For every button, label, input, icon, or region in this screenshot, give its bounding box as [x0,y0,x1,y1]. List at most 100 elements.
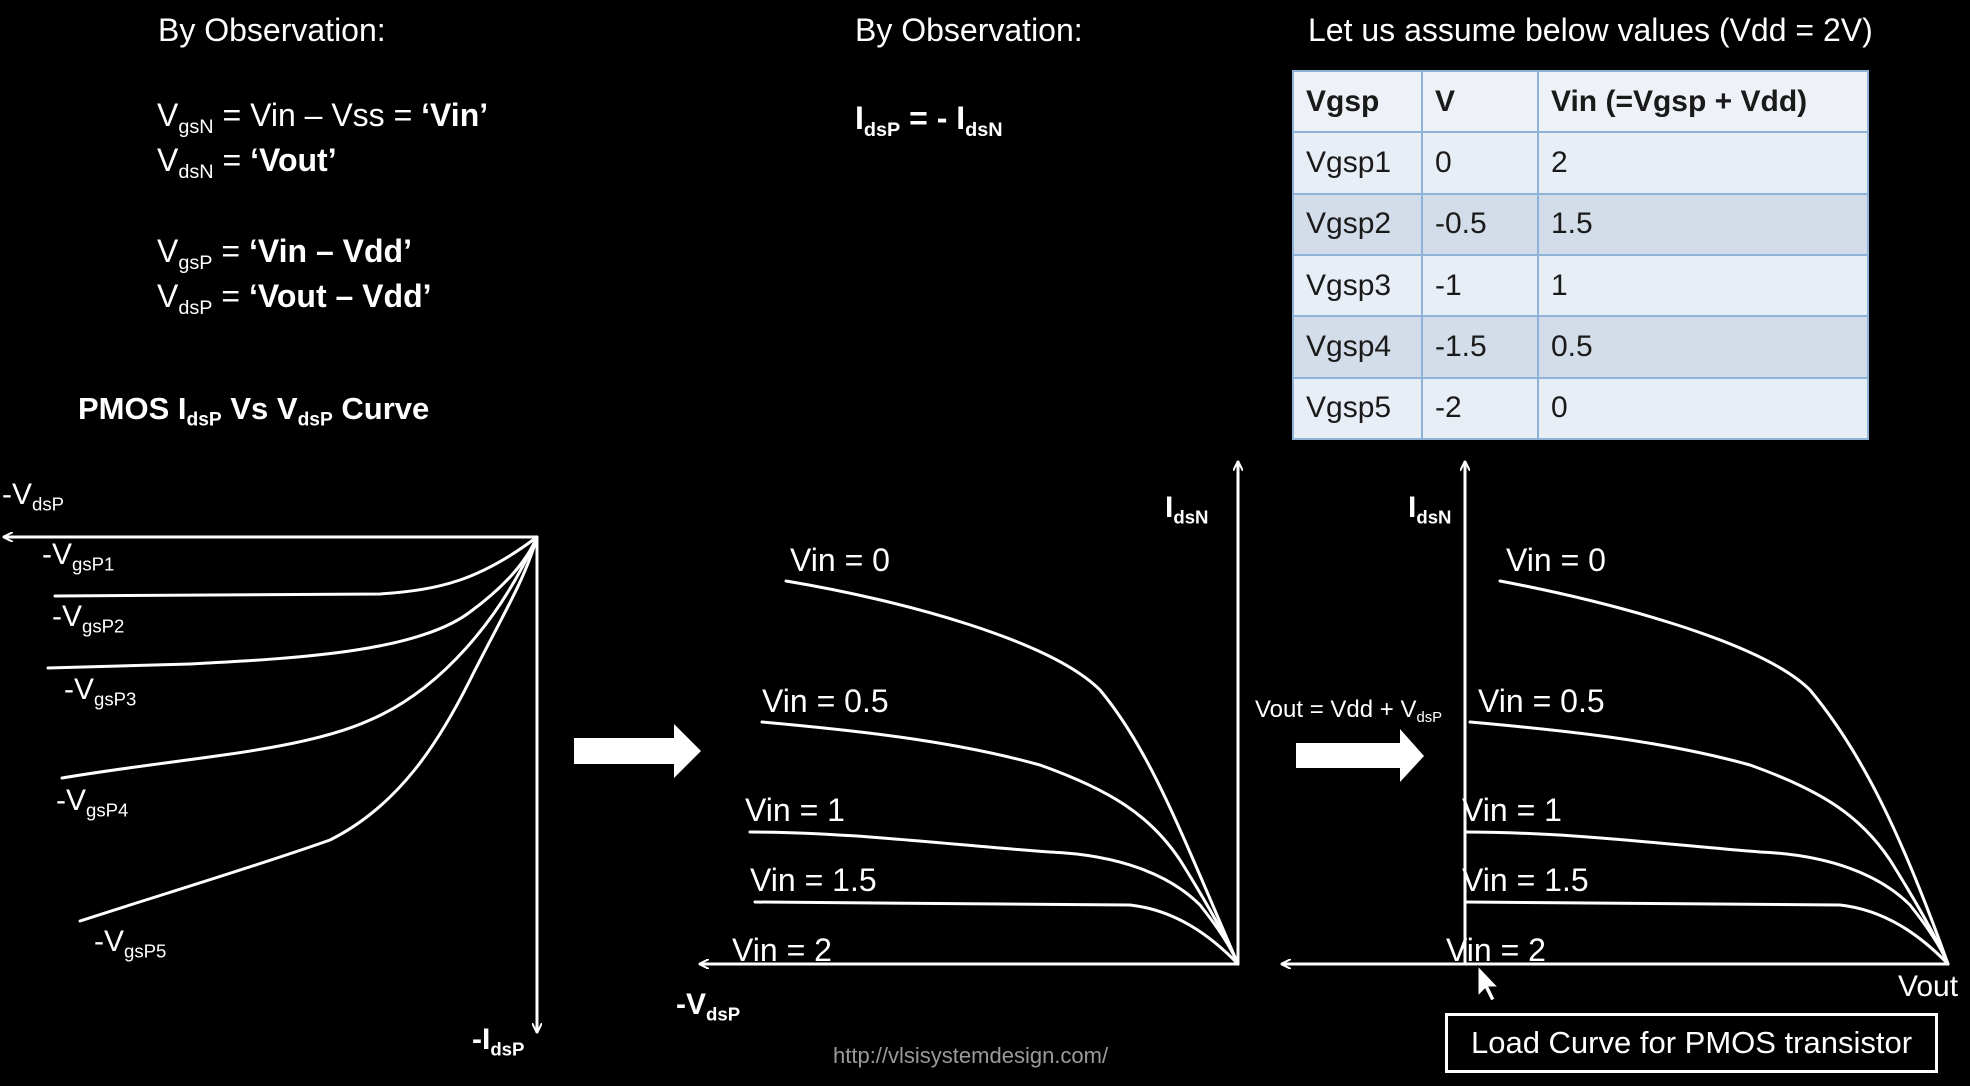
table-cell: 0 [1421,131,1539,195]
table-row: Vgsp2 -0.5 1.5 [1292,192,1869,256]
eq-vgsn-rhs: ‘Vin’ [421,97,489,133]
plot1-label-vgsp3: -VgsP3 [64,675,136,709]
plot1-label-vgsp2: -VgsP2 [52,602,124,636]
plot2-y-axis-label-main: I [1165,491,1174,524]
middle-heading: By Observation: [855,12,1083,48]
eq-vdsp-rhs: ‘Vout – Vdd’ [248,278,432,314]
eq-idsp-a: I [855,100,864,136]
plot2-curve-vin0 [784,579,1240,966]
table-cell: Vgsp4 [1292,315,1423,379]
eq-vgsp: VgsP = ‘Vin – Vdd’ [157,235,412,274]
plot1-label-main: -V [56,784,86,817]
table-cell: Vgsp3 [1292,253,1423,318]
table-row: Vgsp4 -1.5 0.5 [1292,315,1869,379]
plot1-label-vgsp5: -VgsP5 [94,927,166,961]
plot3-label-vin1: Vin = 1 [1462,792,1562,828]
plot1-label-main: -V [94,925,124,958]
eq-vgsn-sub: gsN [178,115,214,138]
values-table: Vgsp V Vin (=Vgsp + Vdd) Vgsp1 0 2 Vgsp2… [1292,69,1869,441]
plot3-y-axis-label-main: I [1408,491,1417,524]
eq-vgsp-lhs: V [157,233,179,269]
eq-vdsn: VdsN = ‘Vout’ [157,144,337,183]
table-header-cell: Vgsp [1292,69,1423,134]
table-header-cell: Vin (=Vgsp + Vdd) [1537,69,1869,134]
table-cell: 1.5 [1537,192,1869,256]
eq-vdsn-sub: dsN [178,160,214,183]
table-row: Vgsp5 -2 0 [1292,376,1869,441]
table-cell: Vgsp1 [1292,131,1423,195]
plot1-title-a: PMOS I [78,391,187,426]
table-cell: -2 [1421,376,1539,441]
table-cell: 1 [1537,253,1869,318]
transform-arrow-1 [574,724,701,778]
plot2-label-vin0: Vin = 0 [790,542,890,578]
plot1-x-axis-label-main: -V [2,478,32,511]
table-cell: -0.5 [1421,192,1539,256]
plot1-label-sub: gsP3 [94,688,137,710]
left-heading: By Observation: [158,12,386,48]
plot1-label-sub: gsP2 [82,615,125,637]
plot1-title: PMOS IdsP Vs VdsP Curve [78,393,429,430]
eq-vgsn: VgsN = Vin – Vss = ‘Vin’ [157,99,488,138]
eq-vdsn-lhs: V [157,142,179,178]
plot1-y-axis-label: -IdsP [472,1025,524,1059]
eq-vgsn-mid: = Vin – Vss = [213,97,422,133]
table-cell: 0.5 [1537,315,1869,379]
eq-vdsn-rhs: ‘Vout’ [250,142,337,178]
eq-vdsp: VdsP = ‘Vout – Vdd’ [157,280,432,319]
eq-vgsn-lhs: V [157,97,179,133]
eq-idsp-bsub: dsN [965,118,1003,141]
plot2-curve-vin05 [760,720,1240,966]
plot1-x-axis-label: -VdsP [2,480,64,514]
plot3-x-axis-label: Vout [1898,970,1959,1003]
plot2-x-axis-label-main: -V [676,988,706,1021]
plot1-curve-vgsp4 [78,535,539,923]
plot2-x-axis-label-sub: dsP [706,1003,741,1025]
eq-vgsp-sub: gsP [178,251,213,274]
plot3-label-vin2: Vin = 2 [1446,932,1546,968]
table-header-cell: V [1421,69,1539,134]
plot1-y-axis-label-main: -I [472,1023,491,1056]
plot2-label-vin2: Vin = 2 [732,932,832,968]
eq-vdsp-mid: = [212,278,249,314]
table-cell: -1.5 [1421,315,1539,379]
plot1-label-sub: gsP4 [86,799,129,821]
eq-vdsp-lhs: V [157,278,179,314]
plot3-label-vin15: Vin = 1.5 [1462,862,1589,898]
plot2-label-vin05: Vin = 0.5 [762,683,889,719]
cursor-icon [1477,964,1500,1002]
plot1-label-main: -V [52,600,82,633]
load-curve-caption: Load Curve for PMOS transistor [1445,1013,1938,1073]
load-curve-caption-text: Load Curve for PMOS transistor [1470,1025,1913,1060]
plot1-x-axis-label-sub: dsP [32,493,65,515]
plot3-curve-vin05 [1468,720,1950,966]
right-heading: Let us assume below values (Vdd = 2V) [1308,12,1873,48]
table-cell: 2 [1537,131,1869,195]
plot1-curve-vgsp3 [60,535,539,780]
eq-idsp-asub: dsP [863,118,901,141]
table-cell: -1 [1421,253,1539,318]
table-row: Vgsp3 -1 1 [1292,253,1869,318]
eq-vdsp-sub: dsP [178,296,213,319]
transform-arrow-2 [1296,729,1424,782]
plot1-label-main: -V [42,538,72,571]
transform-label-sub: dsP [1416,710,1443,727]
plot3-label-vin0: Vin = 0 [1506,542,1606,578]
plot1-curve-vgsp2 [46,535,539,670]
plot1-title-b: Vs V [221,391,298,426]
table-cell: Vgsp5 [1292,376,1423,441]
plot2-label-vin1: Vin = 1 [745,792,845,828]
plot3-y-axis-label-sub: dsN [1416,506,1452,528]
plot2-curve-vin1 [748,830,1240,966]
plot1-label-sub: gsP5 [124,940,167,962]
plot1-title-asub: dsP [186,409,222,431]
eq-vgsp-rhs: ‘Vin – Vdd’ [248,233,412,269]
table-cell: Vgsp2 [1292,192,1423,256]
plot3-label-vin05: Vin = 0.5 [1478,683,1605,719]
plot1-label-vgsp1: -VgsP1 [42,540,114,574]
plot3-curve-vin0 [1498,579,1950,966]
eq-idsp: IdsP = - IdsN [855,102,1003,141]
eq-vdsn-mid: = [213,142,251,178]
plot1-label-main: -V [64,673,94,706]
